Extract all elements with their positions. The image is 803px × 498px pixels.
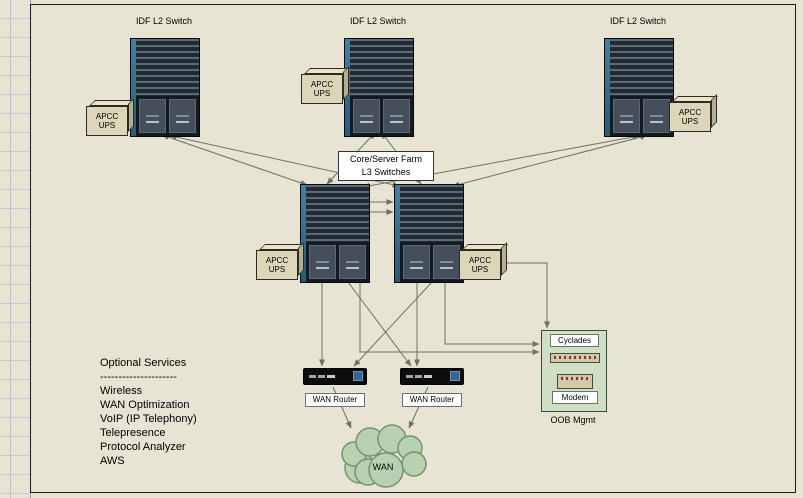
- modem-device[interactable]: [557, 374, 593, 389]
- switch-front-slats: [345, 39, 413, 97]
- optional-services-title: Optional Services: [100, 357, 187, 369]
- switch-module: [339, 245, 366, 279]
- router-port-icon: [353, 371, 363, 381]
- router-vents: [406, 375, 432, 378]
- switch-module: [169, 99, 196, 133]
- switch-module: [139, 99, 166, 133]
- router-port-icon: [450, 371, 460, 381]
- ups-label-line1: APCC: [468, 256, 492, 265]
- wan-cloud-label: WAN: [372, 462, 394, 472]
- switch-front-slats: [301, 185, 369, 243]
- switch-modules: [395, 242, 463, 282]
- core-switches-label[interactable]: Core/Server Farm L3 Switches: [338, 151, 434, 181]
- device-leds: [554, 356, 596, 359]
- oob-mgmt-group[interactable]: Cyclades Modem: [541, 330, 607, 412]
- switch-side-panel: [131, 39, 136, 136]
- ups-core-2[interactable]: APCC UPS: [459, 250, 501, 280]
- ups-core-1[interactable]: APCC UPS: [256, 250, 298, 280]
- switch-module: [309, 245, 336, 279]
- optional-services-divider: ---------------------: [100, 371, 177, 383]
- ups-label-line2: UPS: [681, 117, 699, 126]
- ups-idf-2[interactable]: APCC UPS: [301, 74, 343, 104]
- ups-label-line1: APCC: [95, 112, 119, 121]
- switch-module: [383, 99, 410, 133]
- ups-label-line1: APCC: [310, 80, 334, 89]
- wan-router-2[interactable]: [400, 368, 464, 385]
- ups-label-line2: UPS: [471, 265, 489, 274]
- optional-service-item: Protocol Analyzer: [100, 441, 186, 453]
- wan-router-1[interactable]: [303, 368, 367, 385]
- idf-switch-stack-3[interactable]: [604, 38, 674, 137]
- switch-modules: [345, 96, 413, 136]
- switch-front-slats: [395, 185, 463, 243]
- optional-service-item: VoIP (IP Telephony): [100, 413, 197, 425]
- idf-switch-3-label: IDF L2 Switch: [609, 16, 667, 26]
- ups-label-line2: UPS: [313, 89, 331, 98]
- optional-service-item: AWS: [100, 455, 125, 467]
- core-switch-stack-1[interactable]: [300, 184, 370, 283]
- ups-label-line1: APCC: [265, 256, 289, 265]
- diagram-page-border: [30, 4, 796, 493]
- optional-services-list: Optional Services --------------------- …: [100, 356, 197, 468]
- modem-label: Modem: [552, 391, 598, 404]
- ups-label-line2: UPS: [98, 121, 116, 130]
- core-switch-stack-2[interactable]: [394, 184, 464, 283]
- optional-service-item: Wireless: [100, 385, 143, 397]
- switch-side-panel: [301, 185, 306, 282]
- core-label-line2: L3 Switches: [361, 167, 411, 177]
- oob-mgmt-caption: OOB Mgmt: [550, 415, 596, 425]
- switch-module: [353, 99, 380, 133]
- switch-modules: [605, 96, 673, 136]
- wan-router-1-label[interactable]: WAN Router: [305, 393, 365, 407]
- optional-service-item: WAN Optimization: [100, 399, 190, 411]
- router-vents: [309, 375, 335, 378]
- switch-front-slats: [131, 39, 199, 97]
- switch-side-panel: [395, 185, 400, 282]
- switch-modules: [131, 96, 199, 136]
- switch-module: [433, 245, 460, 279]
- ups-label-line1: APCC: [678, 108, 702, 117]
- ups-idf-3[interactable]: APCC UPS: [669, 102, 711, 132]
- switch-module: [403, 245, 430, 279]
- cloud-shape: [341, 424, 427, 488]
- switch-module: [613, 99, 640, 133]
- ups-label-line2: UPS: [268, 265, 286, 274]
- switch-module: [643, 99, 670, 133]
- wan-router-2-label[interactable]: WAN Router: [402, 393, 462, 407]
- cyclades-console-server[interactable]: [550, 353, 600, 363]
- device-leds: [561, 377, 589, 380]
- idf-switch-stack-2[interactable]: [344, 38, 414, 137]
- idf-switch-2-label: IDF L2 Switch: [349, 16, 407, 26]
- switch-front-slats: [605, 39, 673, 97]
- switch-modules: [301, 242, 369, 282]
- cyclades-label: Cyclades: [550, 334, 599, 347]
- idf-switch-stack-1[interactable]: [130, 38, 200, 137]
- optional-service-item: Telepresence: [100, 427, 166, 439]
- ups-idf-1[interactable]: APCC UPS: [86, 106, 128, 136]
- switch-side-panel: [605, 39, 610, 136]
- core-label-line1: Core/Server Farm: [349, 154, 422, 164]
- wan-cloud[interactable]: WAN: [334, 424, 432, 494]
- idf-switch-1-label: IDF L2 Switch: [135, 16, 193, 26]
